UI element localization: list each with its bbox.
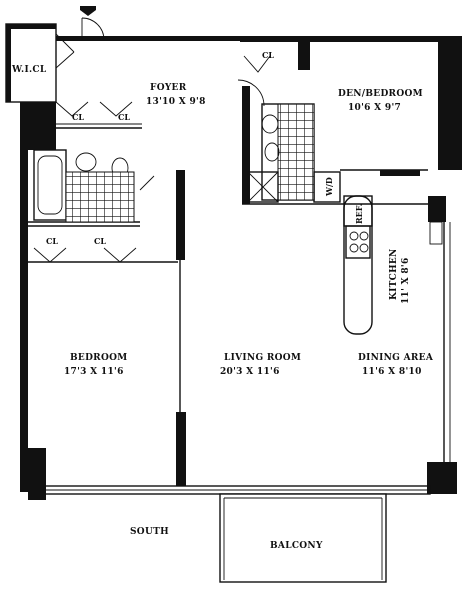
- living-name: LIVING ROOM: [224, 353, 301, 363]
- closet-label: CL: [46, 236, 58, 246]
- foyer-dims: 13'10 X 9'8: [146, 97, 206, 107]
- burner-icon: [359, 243, 369, 253]
- washer-dryer-label: W/D: [324, 177, 334, 197]
- closet-label: CL: [118, 112, 130, 122]
- door-swings: [33, 55, 271, 263]
- sink-icon: [75, 152, 97, 172]
- balcony-label: BALCONY: [270, 541, 323, 551]
- den-bathroom: [247, 103, 341, 203]
- dining-name: DINING AREA: [358, 353, 434, 363]
- south-label: SOUTH: [130, 527, 169, 537]
- kitchen-dims: 11' X 8'6: [401, 257, 411, 304]
- den-dims: 10'6 X 9'7: [348, 103, 401, 113]
- walk-in-closet: [5, 23, 75, 103]
- closet-label: CL: [262, 50, 274, 60]
- entry-arrow-icon: [80, 6, 96, 16]
- exterior-walls: [20, 17, 462, 500]
- bathroom: [33, 149, 155, 223]
- toilet-icon: [264, 142, 280, 162]
- bedroom-name: BEDROOM: [70, 353, 128, 363]
- foyer-name: FOYER: [150, 83, 187, 93]
- washer-dryer: [313, 171, 341, 203]
- shaft-box: [247, 171, 279, 203]
- closet-label: CL: [72, 112, 84, 122]
- burner-icon: [349, 231, 359, 241]
- living-dims: 20'3 X 11'6: [220, 367, 280, 377]
- interior-walls: [26, 42, 428, 486]
- burner-icon: [349, 243, 359, 253]
- bedroom-dims: 17'3 X 11'6: [64, 367, 124, 377]
- refrigerator-label: REF.: [354, 203, 364, 224]
- wic-label: W.I.CL: [11, 65, 47, 75]
- balcony: [219, 493, 387, 583]
- kitchen-name: KITCHEN: [389, 248, 399, 300]
- kitchen-counter: [343, 195, 443, 335]
- den-name: DEN/BEDROOM: [338, 89, 423, 99]
- burner-icon: [359, 231, 369, 241]
- dining-dims: 11'6 X 8'10: [362, 367, 422, 377]
- sink-icon: [261, 114, 279, 134]
- closet-label: CL: [94, 236, 106, 246]
